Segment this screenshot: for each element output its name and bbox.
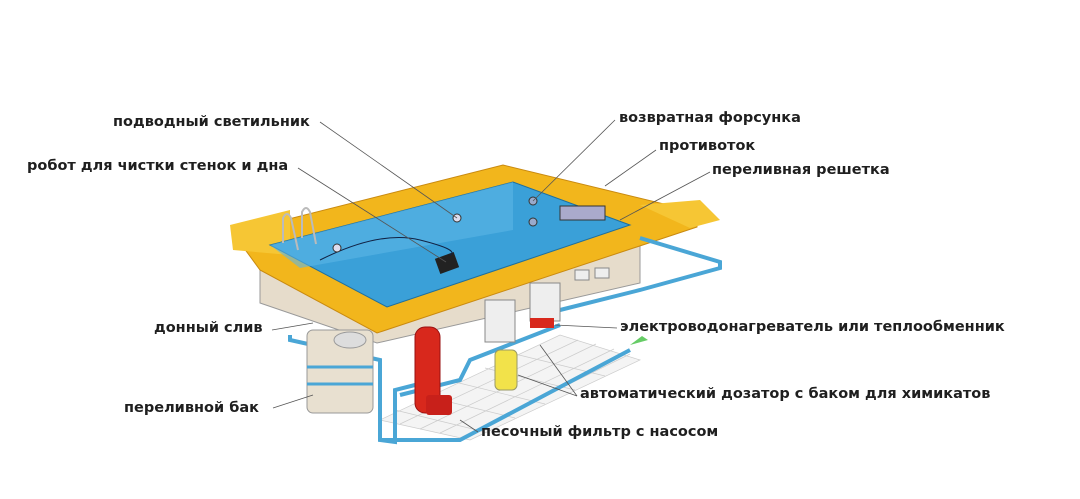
cleaning-robot: [434, 252, 460, 274]
label-underwater-light: подводный светильник: [113, 114, 310, 130]
label-chemical-dosing: автоматический дозатор с баком для химик…: [580, 386, 991, 402]
label-heater: электроводонагреватель или теплообменник: [620, 319, 1005, 335]
label-overflow-grate: переливная решетка: [712, 162, 890, 178]
ladder: [282, 207, 317, 251]
flow-arrow: [630, 336, 648, 345]
overflow-tank-art: [306, 329, 374, 414]
label-bottom-drain: донный слив: [154, 320, 263, 336]
label-return-nozzle: возвратная форсунка: [619, 110, 801, 126]
leader-lines: [271, 119, 711, 433]
dosing-tank-art: [494, 349, 518, 391]
label-sand-filter: песочный фильтр с насосом: [481, 424, 719, 440]
label-counterflow: противоток: [659, 138, 756, 154]
sand-filter-art: [414, 326, 452, 415]
label-overflow-tank: переливной бак: [124, 400, 259, 416]
label-cleaning-robot: робот для чистки стенок и дна: [27, 158, 289, 174]
